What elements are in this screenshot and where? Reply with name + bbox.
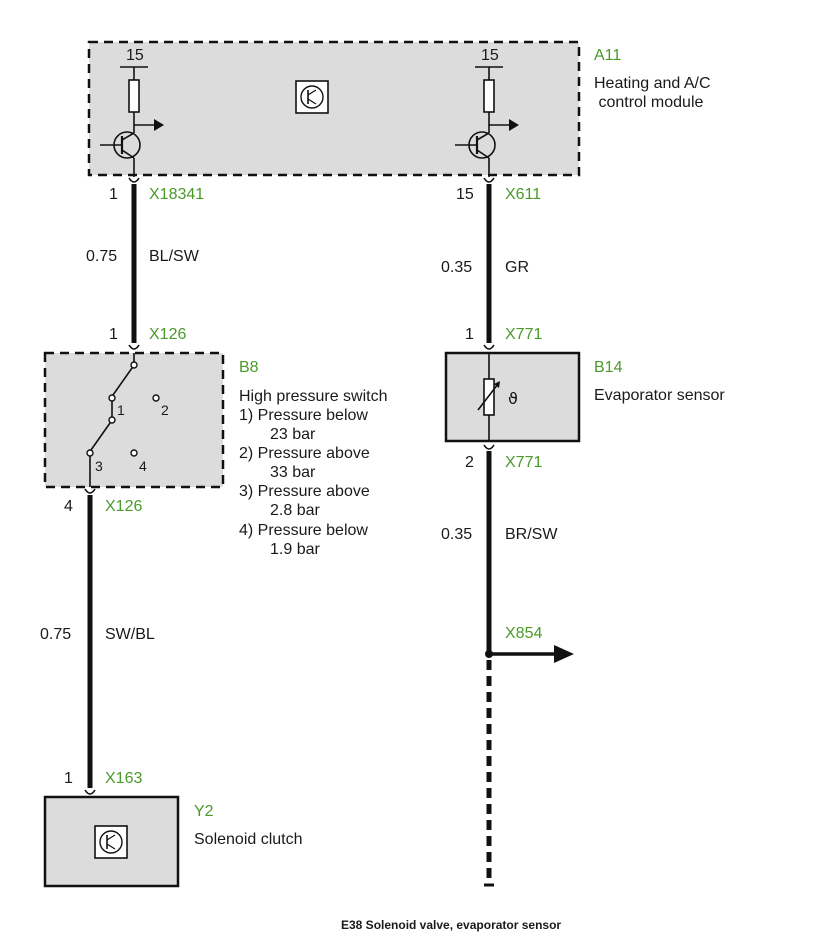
b8-note-1: 1) Pressure below <box>239 407 368 424</box>
a11-right-supply-label: 15 <box>481 47 499 64</box>
b8-contact-3: 3 <box>95 458 103 474</box>
b8-note-1-value: 23 bar <box>270 426 316 443</box>
x611-connector-mark <box>483 177 495 183</box>
a11-module-box[interactable] <box>87 40 581 177</box>
a11-component-id: A11 <box>594 47 621 64</box>
x126-bottom-label[interactable]: X126 <box>105 498 142 515</box>
wire-br-sw-size: 0.35 <box>441 526 472 543</box>
wire-br-sw-color: BR/SW <box>505 526 558 543</box>
x126-top-pin: 1 <box>109 326 118 343</box>
pressure-switch-contacts-icon <box>86 353 160 487</box>
x771-top-label[interactable]: X771 <box>505 326 542 343</box>
x771-bottom-pin: 2 <box>465 454 474 471</box>
x18341-connector-mark <box>128 177 140 183</box>
wire-gr-color: GR <box>505 259 529 276</box>
x163-connector-mark <box>84 789 96 795</box>
x854-arrow-icon[interactable] <box>554 645 574 663</box>
b8-name: High pressure switch <box>239 388 388 405</box>
x611-label[interactable]: X611 <box>505 186 541 203</box>
wire-gr-size: 0.35 <box>441 259 472 276</box>
control-module-symbol-icon <box>295 80 329 114</box>
x163-pin: 1 <box>64 770 73 787</box>
x771-bottom-label[interactable]: X771 <box>505 454 542 471</box>
b8-contact-2: 2 <box>161 402 169 418</box>
b8-note-3: 3) Pressure above <box>239 483 370 500</box>
b8-component-id: B8 <box>239 359 259 376</box>
b14-sensor-box[interactable] <box>444 351 581 443</box>
b8-contact-4: 4 <box>139 458 147 474</box>
a11-name-line1: Heating and A/C <box>594 75 711 92</box>
x126-top-connector-mark <box>128 344 140 350</box>
x854-label[interactable]: X854 <box>505 625 542 642</box>
a11-left-transistor-driver <box>100 66 164 177</box>
x163-label[interactable]: X163 <box>105 770 142 787</box>
a11-name-line2: control module <box>594 94 703 111</box>
x126-top-label[interactable]: X126 <box>149 326 186 343</box>
a11-left-supply-label: 15 <box>126 47 144 64</box>
svg-text:ϑ: ϑ <box>508 389 518 408</box>
x126-bottom-connector-mark <box>84 488 96 494</box>
diagram-caption: E38 Solenoid valve, evaporator sensor <box>341 918 561 932</box>
a11-right-transistor-driver <box>455 66 519 177</box>
b8-contact-1: 1 <box>117 402 125 418</box>
y2-name: Solenoid clutch <box>194 831 303 848</box>
x18341-pin: 1 <box>109 186 118 203</box>
x771-top-pin: 1 <box>465 326 474 343</box>
x611-pin: 15 <box>456 186 474 203</box>
temperature-sensor-resistor-icon: ϑ <box>477 353 518 441</box>
x18341-label[interactable]: X18341 <box>149 186 204 203</box>
wire-bl-sw-color: BL/SW <box>149 248 200 265</box>
wire-sw-bl-size: 0.75 <box>40 626 71 643</box>
x126-bottom-pin: 4 <box>64 498 73 515</box>
b14-name: Evaporator sensor <box>594 387 725 404</box>
y2-component-id: Y2 <box>194 803 214 820</box>
b8-note-4: 4) Pressure below <box>239 522 368 539</box>
solenoid-clutch-symbol-icon <box>94 825 128 859</box>
wire-bl-sw-size: 0.75 <box>86 248 117 265</box>
x771-bottom-connector-mark <box>483 444 495 450</box>
b8-note-2-value: 33 bar <box>270 464 316 481</box>
b8-switch-box[interactable] <box>43 351 225 489</box>
b8-note-4-value: 1.9 bar <box>270 541 320 558</box>
b8-note-3-value: 2.8 bar <box>270 502 320 519</box>
wire-sw-bl-color: SW/BL <box>105 626 155 643</box>
x771-top-connector-mark <box>483 344 495 350</box>
b8-note-2: 2) Pressure above <box>239 445 370 462</box>
b14-component-id: B14 <box>594 359 623 376</box>
